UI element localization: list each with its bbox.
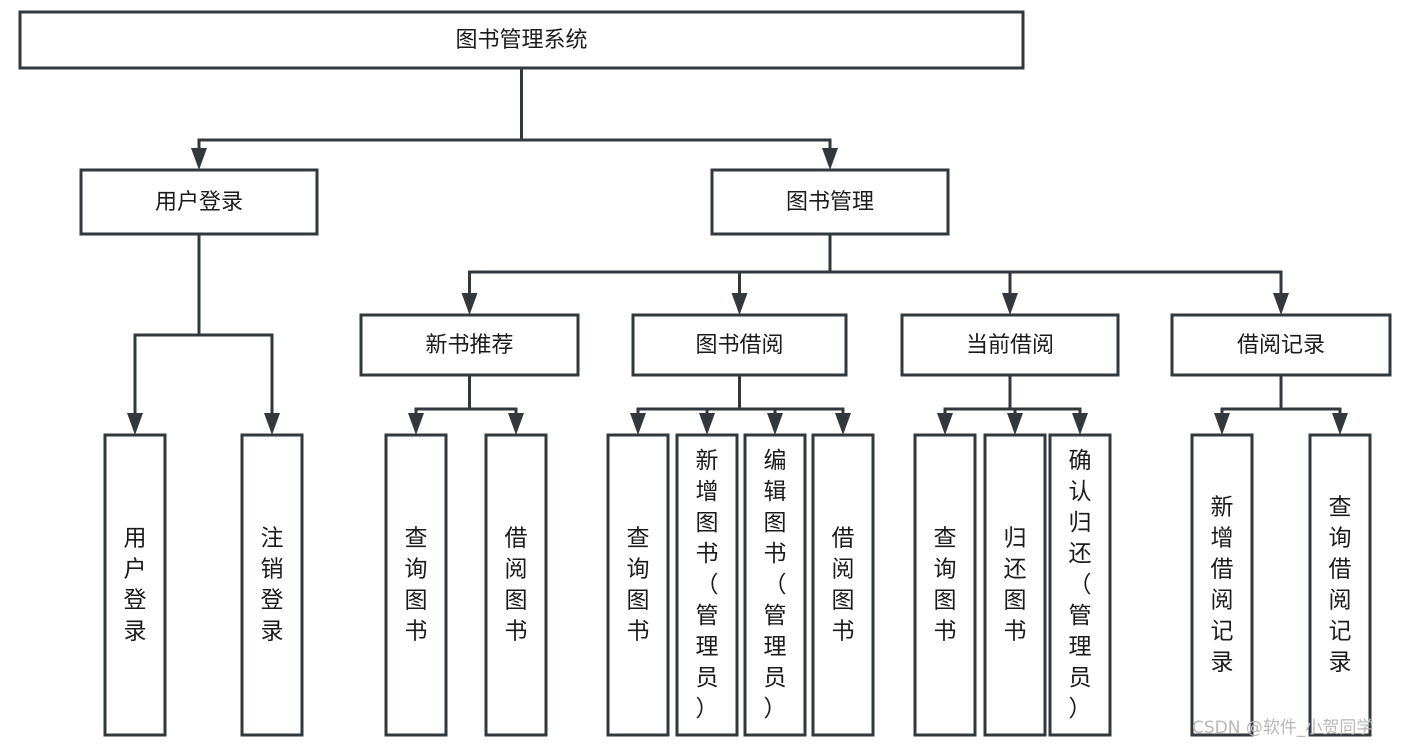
node-label-root: 图书管理系统: [455, 28, 587, 53]
node-root[interactable]: 图书管理系统: [18, 10, 1025, 70]
arrow-head-icon: [264, 413, 280, 435]
node-leaf-add-record[interactable]: 新增借阅记录: [1190, 433, 1254, 737]
node-leaf-return-book[interactable]: 归还图书: [983, 433, 1047, 737]
arrow-head-icon: [1002, 293, 1018, 315]
node-leaf-query-book-rec[interactable]: 查询图书: [384, 433, 448, 737]
arrow-head-icon: [699, 413, 715, 435]
nodes-layer: 图书管理系统用户登录图书管理新书推荐图书借阅当前借阅借阅记录用户登录注销登录查询…: [18, 10, 1392, 737]
arrow-head-icon: [731, 293, 748, 315]
node-box-leaf-confirm-return[interactable]: [1048, 433, 1112, 737]
node-leaf-add-book[interactable]: 新增图书（管理员）: [675, 433, 739, 737]
edge-group-new-book-rec: [408, 373, 524, 435]
node-label-leaf-user-login: 用户登录: [124, 525, 147, 644]
edge-group-user-login: [127, 232, 280, 435]
node-box-new-book-rec[interactable]: [359, 313, 580, 377]
node-box-leaf-borrow-book-br[interactable]: [811, 433, 875, 737]
csdn-watermark: CSDN @软件_小贺同学: [1192, 718, 1373, 738]
node-label-borrow-record: 借阅记录: [1237, 333, 1325, 358]
node-label-leaf-confirm-return: 确认归还（管理员）: [1069, 448, 1092, 722]
node-box-leaf-edit-book[interactable]: [743, 433, 807, 737]
node-book-manage[interactable]: 图书管理: [710, 168, 950, 236]
node-leaf-edit-book[interactable]: 编辑图书（管理员）: [743, 433, 807, 737]
node-box-leaf-query-book-br[interactable]: [606, 433, 670, 737]
arrow-head-icon: [1332, 413, 1348, 435]
node-box-leaf-query-book-cb[interactable]: [913, 433, 977, 737]
node-label-leaf-borrow-book-br: 借阅图书: [832, 525, 855, 644]
node-current-borrow[interactable]: 当前借阅: [900, 313, 1120, 377]
node-label-current-borrow: 当前借阅: [966, 333, 1054, 358]
arrow-head-icon: [822, 148, 838, 170]
node-label-leaf-query-book-rec: 查询图书: [405, 525, 428, 644]
node-label-leaf-add-book: 新增图书（管理员）: [696, 448, 719, 722]
node-box-leaf-add-record[interactable]: [1190, 433, 1254, 737]
node-box-book-borrow[interactable]: [631, 313, 848, 377]
node-label-book-manage: 图书管理: [786, 190, 874, 215]
node-box-root[interactable]: [18, 10, 1025, 70]
arrow-head-icon: [191, 148, 207, 170]
watermark-layer: CSDN @软件_小贺同学: [1192, 718, 1373, 738]
arrow-head-icon: [1214, 413, 1230, 435]
node-box-leaf-query-record[interactable]: [1308, 433, 1372, 737]
arrow-head-icon: [408, 413, 424, 435]
arrow-head-icon: [508, 413, 524, 435]
node-label-leaf-add-record: 新增借阅记录: [1211, 494, 1234, 675]
node-book-borrow[interactable]: 图书借阅: [631, 313, 848, 377]
arrow-head-icon: [767, 413, 783, 435]
node-label-leaf-logout: 注销登录: [261, 525, 284, 644]
arrow-head-icon: [937, 413, 953, 435]
node-box-leaf-add-book[interactable]: [675, 433, 739, 737]
node-box-leaf-query-book-rec[interactable]: [384, 433, 448, 737]
node-box-book-manage[interactable]: [710, 168, 950, 236]
node-label-leaf-query-book-cb: 查询图书: [934, 525, 957, 644]
arrow-head-icon: [1072, 413, 1088, 435]
node-box-leaf-borrow-book-rec[interactable]: [484, 433, 548, 737]
node-leaf-query-book-cb[interactable]: 查询图书: [913, 433, 977, 737]
node-label-leaf-edit-book: 编辑图书（管理员）: [764, 448, 787, 722]
arrow-head-icon: [1273, 293, 1289, 315]
node-label-leaf-borrow-book-rec: 借阅图书: [505, 525, 528, 644]
node-label-book-borrow: 图书借阅: [695, 333, 783, 358]
node-leaf-user-login[interactable]: 用户登录: [103, 433, 167, 737]
node-label-new-book-rec: 新书推荐: [425, 333, 513, 358]
node-box-leaf-logout[interactable]: [240, 433, 304, 737]
node-leaf-confirm-return[interactable]: 确认归还（管理员）: [1048, 433, 1112, 737]
arrow-head-icon: [1007, 413, 1023, 435]
node-borrow-record[interactable]: 借阅记录: [1170, 313, 1392, 377]
node-label-leaf-return-book: 归还图书: [1004, 525, 1027, 644]
node-label-leaf-query-book-br: 查询图书: [627, 525, 650, 644]
node-box-user-login[interactable]: [79, 168, 319, 236]
node-leaf-borrow-book-br[interactable]: 借阅图书: [811, 433, 875, 737]
edge-group-current-borrow: [937, 373, 1088, 435]
node-leaf-query-record[interactable]: 查询借阅记录: [1308, 433, 1372, 737]
edge-group-book-borrow: [630, 373, 851, 435]
arrow-head-icon: [127, 413, 143, 435]
node-leaf-logout[interactable]: 注销登录: [240, 433, 304, 737]
node-leaf-query-book-br[interactable]: 查询图书: [606, 433, 670, 737]
node-new-book-rec[interactable]: 新书推荐: [359, 313, 580, 377]
node-box-leaf-user-login[interactable]: [103, 433, 167, 737]
arrow-head-icon: [630, 413, 646, 435]
node-label-leaf-query-record: 查询借阅记录: [1329, 494, 1352, 675]
arrow-head-icon: [461, 293, 478, 315]
edge-group-borrow-record: [1214, 373, 1348, 435]
edge-group-book-manage: [461, 232, 1289, 315]
edge-group-root: [191, 66, 838, 170]
edges-layer: [127, 66, 1348, 435]
node-label-user-login: 用户登录: [155, 190, 243, 215]
node-user-login[interactable]: 用户登录: [79, 168, 319, 236]
node-box-leaf-return-book[interactable]: [983, 433, 1047, 737]
node-box-borrow-record[interactable]: [1170, 313, 1392, 377]
node-leaf-borrow-book-rec[interactable]: 借阅图书: [484, 433, 548, 737]
node-box-current-borrow[interactable]: [900, 313, 1120, 377]
arrow-head-icon: [835, 413, 851, 435]
